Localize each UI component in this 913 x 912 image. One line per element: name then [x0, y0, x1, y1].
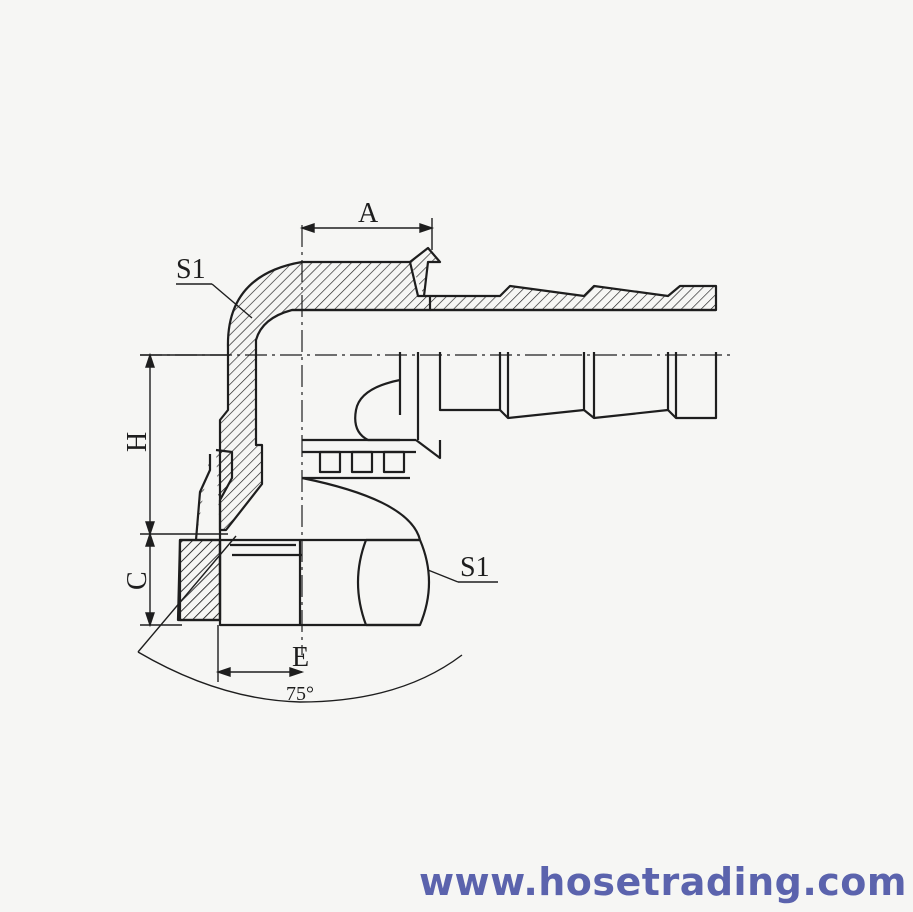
- ferrule-clip: [409, 246, 442, 297]
- dim-e-label: E: [292, 642, 309, 673]
- angle-arc: [137, 651, 463, 703]
- inner-bend: [354, 378, 401, 442]
- hex-nut: [218, 476, 431, 627]
- dim-a-label: A: [358, 198, 379, 229]
- dim-h-label: H: [122, 432, 153, 452]
- hose-tail-lower-outline: [438, 352, 718, 420]
- s1-nut-label: S1: [460, 552, 490, 583]
- s1-top-label: S1: [176, 254, 206, 285]
- watermark-text: www.hosetrading.com: [418, 860, 907, 904]
- dim-c-label: C: [122, 571, 153, 590]
- angle-label: 75°: [286, 683, 314, 705]
- hose-tail-upper-wall: [430, 284, 718, 312]
- elbow-body-section: [218, 260, 432, 532]
